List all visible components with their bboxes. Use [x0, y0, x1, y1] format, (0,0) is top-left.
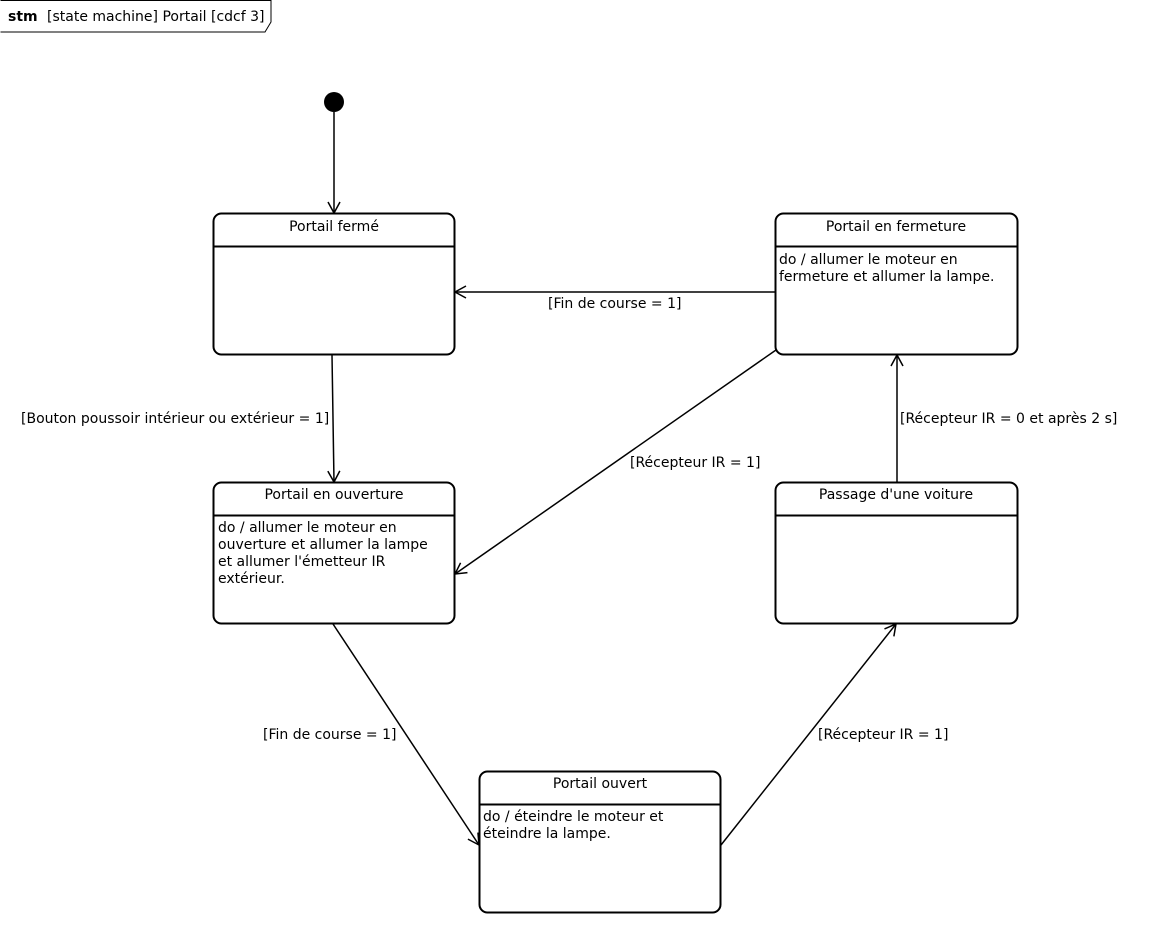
- frame-keyword: stm: [8, 9, 38, 25]
- initial-state-marker: [324, 92, 344, 112]
- state-activity-line: éteindre la lampe.: [483, 826, 611, 842]
- state-activity-line: do / allumer le moteur en: [218, 520, 397, 536]
- transition-passage-to-fermeture[interactable]: [Récepteur IR = 0 et après 2 s]: [890, 353, 1117, 482]
- state-passage-voiture[interactable]: Passage d'une voiture: [774, 481, 1019, 625]
- transition-ouvert-to-passage[interactable]: [Récepteur IR = 1]: [720, 622, 948, 846]
- transition-guard: [Fin de course = 1]: [263, 727, 396, 743]
- transition-fermeture-to-ouverture[interactable]: [Récepteur IR = 1]: [453, 349, 777, 575]
- transition-ferme-to-ouverture[interactable]: [Bouton poussoir intérieur ou extérieur …: [21, 354, 341, 484]
- transition-guard: [Bouton poussoir intérieur ou extérieur …: [21, 411, 329, 427]
- transition-fermeture-to-ferme[interactable]: [Fin de course = 1]: [453, 285, 775, 312]
- transition-guard: [Récepteur IR = 1]: [818, 727, 948, 743]
- transition-guard: [Fin de course = 1]: [548, 296, 681, 312]
- state-activity-line: et allumer l'émetteur IR: [218, 554, 386, 570]
- state-portail-ouvert[interactable]: Portail ouvert do / éteindre le moteur e…: [478, 770, 722, 914]
- transition-guard: [Récepteur IR = 0 et après 2 s]: [900, 411, 1117, 427]
- state-name: Passage d'une voiture: [819, 487, 973, 503]
- state-name: Portail en ouverture: [264, 487, 403, 503]
- state-portail-en-ouverture[interactable]: Portail en ouverture do / allumer le mot…: [212, 481, 456, 625]
- transition-ouverture-to-ouvert[interactable]: [Fin de course = 1]: [263, 623, 480, 847]
- state-portail-en-fermeture[interactable]: Portail en fermeture do / allumer le mot…: [774, 212, 1019, 356]
- frame-title: [state machine] Portail [cdcf 3]: [47, 9, 265, 25]
- state-name: Portail en fermeture: [826, 219, 966, 235]
- state-name: Portail fermé: [289, 219, 379, 235]
- state-activity-line: fermeture et allumer la lampe.: [779, 269, 994, 285]
- state-name: Portail ouvert: [553, 776, 648, 792]
- state-portail-ferme[interactable]: Portail fermé: [212, 212, 456, 356]
- state-activity-line: do / éteindre le moteur et: [483, 809, 664, 825]
- state-activity-line: ouverture et allumer la lampe: [218, 537, 428, 553]
- state-activity-line: extérieur.: [218, 571, 285, 587]
- frame-header: stm [state machine] Portail [cdcf 3]: [0, 0, 272, 33]
- transition-guard: [Récepteur IR = 1]: [630, 455, 760, 471]
- state-activity-line: do / allumer le moteur en: [779, 252, 958, 268]
